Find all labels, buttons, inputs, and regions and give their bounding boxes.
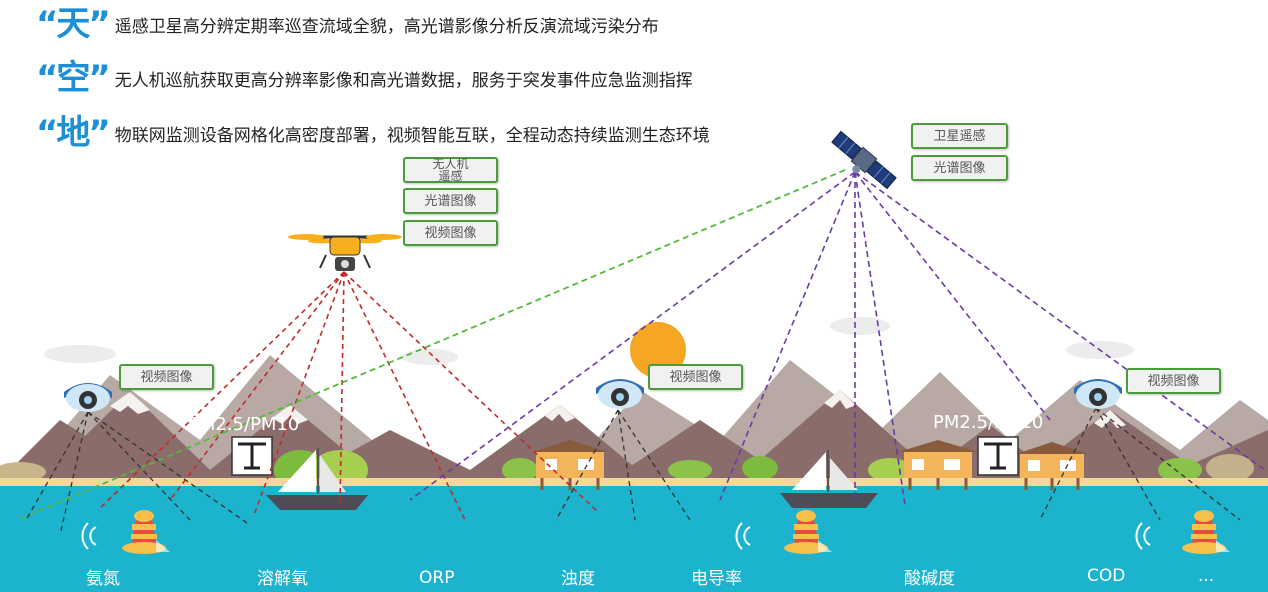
snow-caps	[110, 390, 1126, 428]
slogan-ground: “地” 物联网监测设备网格化高密度部署，视频智能互联，全程动态持续监测生态环境	[36, 113, 710, 153]
stilt-house-icon	[898, 440, 978, 490]
sensor-conductivity: 电导率	[691, 569, 742, 589]
camera-icon	[1074, 379, 1122, 409]
pm-label: PM2.5/PM10	[933, 412, 1044, 433]
sensor-turbidity: 浊度	[561, 569, 595, 589]
slogan-text: 无人机巡航获取更高分辨率影像和高光谱数据，服务于突发事件应急监测指挥	[114, 70, 693, 91]
camera-view-lines	[25, 407, 1241, 536]
pm-label: PM2.5/PM10	[189, 414, 300, 435]
air-station-icon	[231, 436, 273, 476]
drone-icon	[288, 234, 402, 271]
satellite-sensing-lines	[409, 171, 1266, 506]
tag-satellite-spectral: 光谱图像	[911, 155, 1008, 181]
slogan-text: 物联网监测设备网格化高密度部署，视频智能互联，全程动态持续监测生态环境	[114, 125, 710, 146]
sensor-more: ...	[1198, 566, 1215, 586]
camera-icon	[64, 383, 112, 412]
buoy-icon	[1135, 510, 1230, 554]
sensor-orp: ORP	[419, 568, 455, 588]
tag-satellite-sensing: 卫星遥感	[911, 123, 1008, 149]
satellite-ground-link	[21, 169, 846, 519]
sailboat-icon	[266, 448, 368, 510]
tag-drone-sensing: 无人机 遥感	[403, 157, 498, 183]
slogan-sky: “天” 遥感卫星高分辨定期率巡查流域全貌，高光谱影像分析反演流域污染分布	[36, 4, 659, 44]
tag-camera-video: 视频图像	[1126, 368, 1221, 394]
sailboat-icon	[780, 450, 878, 508]
tag-drone-spectral: 光谱图像	[403, 188, 498, 214]
slogan-mark: “空”	[36, 58, 111, 98]
slogan-mark: “天”	[36, 4, 111, 44]
air-station-icon	[977, 436, 1019, 476]
sensor-cod: COD	[1087, 566, 1126, 586]
tag-camera-video: 视频图像	[648, 364, 743, 390]
slogan-text: 遥感卫星高分辨定期率巡查流域全貌，高光谱影像分析反演流域污染分布	[114, 16, 659, 37]
drone-sensing-lines	[97, 271, 599, 521]
clouds	[44, 317, 1134, 365]
buoy-icon	[735, 510, 832, 554]
camera-icon	[596, 379, 644, 409]
beach	[0, 478, 1268, 488]
tag-drone-video: 视频图像	[403, 220, 498, 246]
slogan-mark: “地”	[36, 113, 111, 153]
tag-camera-video: 视频图像	[119, 364, 214, 390]
buoy-icon	[81, 510, 170, 554]
water	[0, 486, 1268, 592]
slogan-air: “空” 无人机巡航获取更高分辨率影像和高光谱数据，服务于突发事件应急监测指挥	[36, 58, 693, 98]
stilt-house-icon	[1016, 442, 1088, 490]
sensor-ph: 酸碱度	[904, 569, 955, 589]
sensor-dissolved-oxygen: 溶解氧	[257, 569, 308, 589]
sensor-ammonia-nitrogen: 氨氮	[86, 569, 120, 589]
satellite-icon	[831, 130, 897, 190]
